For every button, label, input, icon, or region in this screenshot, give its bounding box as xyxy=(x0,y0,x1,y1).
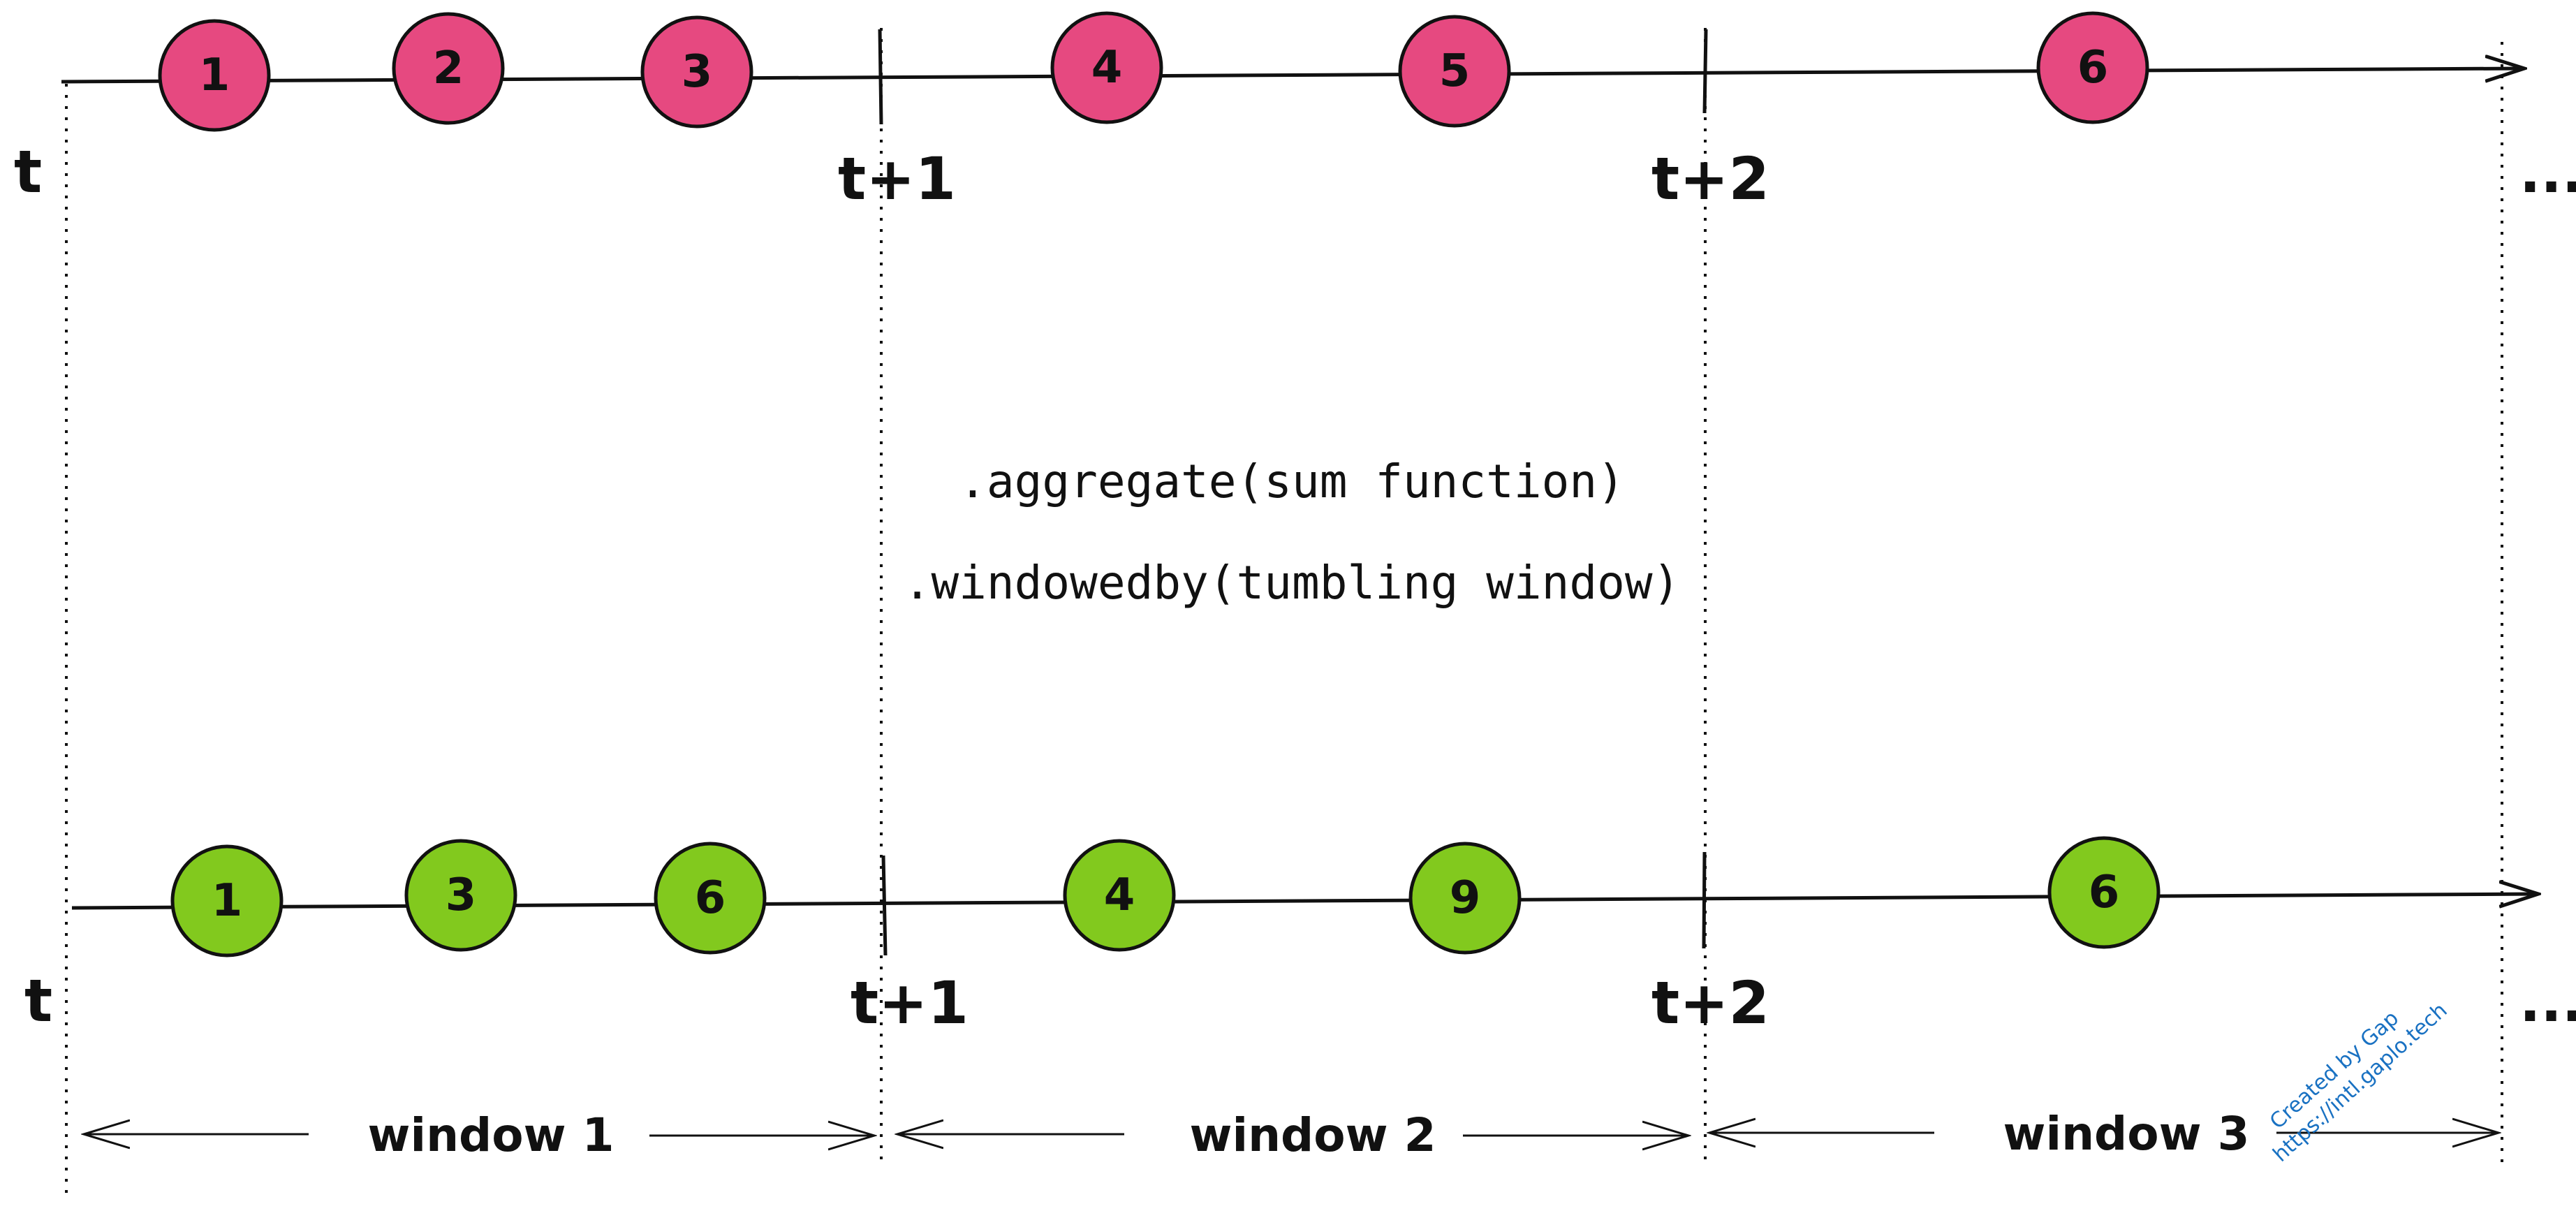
input-event-value: 4 xyxy=(1091,42,1123,94)
input-event-circle xyxy=(640,15,753,129)
output-event-value: 3 xyxy=(446,869,477,921)
input-event-circle xyxy=(158,19,271,132)
output-events: 1 3 6 4 9 6 xyxy=(170,836,2161,957)
input-event-value: 2 xyxy=(433,43,464,94)
output-event-circle xyxy=(2047,836,2161,949)
aggregate-operation: .aggregate(sum function) xyxy=(959,455,1625,508)
credit-watermark: Created by Gap https://intl.gaplo.tech xyxy=(2265,998,2452,1167)
output-tick-label-t2: t+2 xyxy=(1651,969,1769,1037)
credit-url: https://intl.gaplo.tech xyxy=(2269,998,2452,1167)
output-event-value: 9 xyxy=(1450,872,1481,924)
input-event: 5 xyxy=(1398,15,1511,128)
input-event: 1 xyxy=(158,19,271,132)
window-3-label: window 3 xyxy=(2003,1107,2249,1161)
windowedby-operation: .windowedby(tumbling window) xyxy=(904,556,1681,610)
output-event-value: 1 xyxy=(212,875,243,927)
input-ellipsis: ... xyxy=(2519,140,2576,205)
output-event: 6 xyxy=(2047,836,2161,949)
input-event: 2 xyxy=(392,12,505,125)
input-event-value: 6 xyxy=(2077,42,2109,94)
window-boundaries xyxy=(65,28,2503,1198)
output-stream: 1 3 6 4 9 6 t t+1 t+2 ... xyxy=(24,836,2576,1037)
input-event-circle xyxy=(2036,11,2149,124)
window-1-label: window 1 xyxy=(367,1108,614,1162)
input-tick-t1 xyxy=(878,29,883,125)
input-tick-label-t2: t+2 xyxy=(1651,145,1769,213)
output-event-circle xyxy=(654,842,767,955)
input-event: 4 xyxy=(1050,11,1163,124)
input-events: 1 2 3 4 5 6 xyxy=(158,11,2149,132)
input-event-circle xyxy=(1398,15,1511,128)
window-2-label: window 2 xyxy=(1189,1108,1436,1162)
input-tick-label-t1: t+1 xyxy=(838,145,956,213)
output-event-circle xyxy=(404,839,517,952)
input-event-circle xyxy=(1050,11,1163,124)
window-spans xyxy=(84,1133,2498,1136)
output-ellipsis: ... xyxy=(2519,969,2576,1034)
output-event-circle xyxy=(1408,842,1522,955)
input-event: 6 xyxy=(2036,11,2149,124)
output-event-value: 4 xyxy=(1104,869,1135,921)
output-event: 9 xyxy=(1408,842,1522,955)
output-event: 1 xyxy=(170,844,284,957)
output-event: 4 xyxy=(1063,839,1176,952)
input-event: 3 xyxy=(640,15,753,129)
input-event-value: 5 xyxy=(1439,45,1471,97)
output-event: 3 xyxy=(404,839,517,952)
output-event-value: 6 xyxy=(695,872,726,924)
output-event-circle xyxy=(170,844,284,957)
input-stream: 1 2 3 4 5 6 t t+1 t+2 ... xyxy=(14,11,2576,213)
output-event-circle xyxy=(1063,839,1176,952)
output-event-value: 6 xyxy=(2089,867,2120,918)
input-event-value: 1 xyxy=(199,50,230,101)
input-tick-label-t: t xyxy=(14,138,42,206)
input-event-circle xyxy=(392,12,505,125)
input-tick-t2 xyxy=(1702,29,1708,114)
output-event: 6 xyxy=(654,842,767,955)
output-tick-label-t1: t+1 xyxy=(851,969,969,1037)
output-tick-t1 xyxy=(881,855,888,956)
output-tick-label-t: t xyxy=(24,967,52,1035)
output-tick-t2 xyxy=(1702,851,1707,949)
input-event-value: 3 xyxy=(682,46,713,98)
